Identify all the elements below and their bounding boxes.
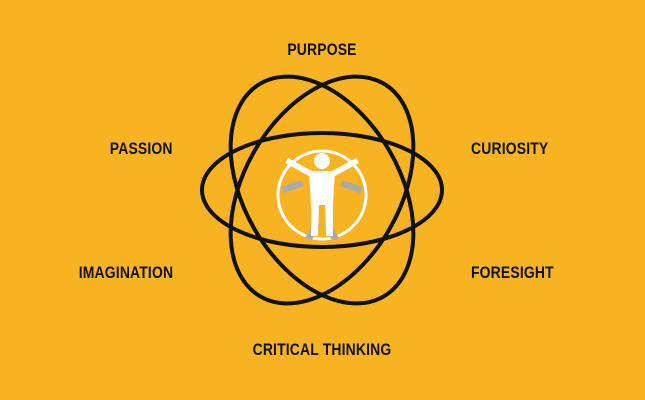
label-curiosity: CURIOSITY (471, 139, 549, 158)
orbit-horizontal (200, 131, 444, 249)
label-critical-thinking: CRITICAL THINKING (252, 340, 392, 359)
label-foresight: FORESIGHT (471, 263, 554, 282)
nucleus-ring (276, 149, 368, 241)
label-imagination: IMAGINATION (78, 263, 173, 282)
orbit-tilted-left (228, 74, 416, 306)
label-purpose: PURPOSE (287, 40, 357, 59)
vitruvian-man-icon (273, 146, 371, 244)
orbit-tilted-right (228, 74, 416, 306)
figure-white-pose (285, 153, 359, 236)
orbit-rings (200, 74, 444, 306)
label-passion: PASSION (110, 139, 173, 158)
